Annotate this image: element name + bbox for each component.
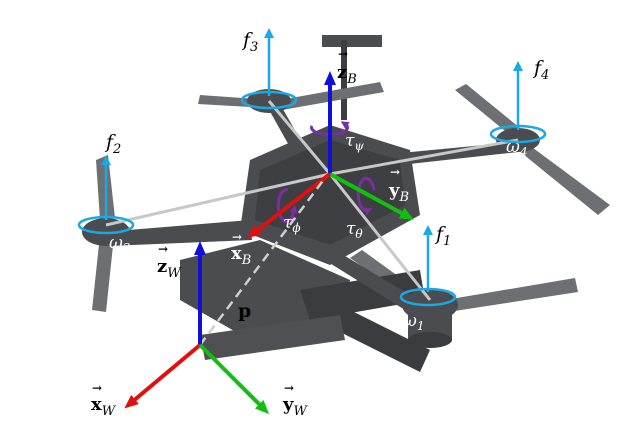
label-yW: → yW: [282, 381, 308, 419]
svg-text:xW: xW: [91, 394, 117, 419]
label-p: p: [238, 300, 251, 322]
label-tau-phi: τϕ: [283, 213, 301, 235]
label-xB: → xB: [231, 230, 251, 268]
label-tau-psi: τψ: [345, 131, 364, 153]
svg-text:→: →: [232, 230, 242, 244]
world-frame-axes: [124, 241, 270, 415]
label-w4: ω4: [506, 137, 528, 159]
axis-xB: [247, 172, 332, 239]
label-f1: f1: [434, 223, 451, 249]
svg-text:→: →: [284, 381, 294, 395]
axis-yW: [198, 343, 270, 415]
svg-text:xB: xB: [231, 243, 251, 268]
label-zW: → zW: [157, 242, 182, 281]
thrust-arrows: [101, 28, 523, 292]
axis-yB: [329, 172, 414, 220]
body-frame-axes: [247, 71, 414, 239]
label-zB: → zB: [337, 47, 357, 87]
axis-xW: [124, 343, 202, 409]
svg-text:→: →: [390, 165, 400, 179]
torque-arc-theta: [356, 176, 376, 215]
label-w3: ω3: [253, 107, 275, 129]
svg-text:yB: yB: [388, 180, 409, 205]
label-yB: → yB: [388, 165, 409, 205]
svg-text:zW: zW: [157, 256, 182, 281]
label-w1: ω1: [403, 311, 425, 333]
label-tau-theta: τθ: [346, 219, 363, 241]
label-xW: → xW: [91, 381, 117, 419]
label-f3: f3: [241, 29, 258, 55]
svg-text:→: →: [158, 242, 168, 256]
svg-text:→: →: [92, 381, 102, 395]
camera-mount: [322, 35, 382, 47]
svg-text:zB: zB: [337, 62, 357, 87]
label-w2: ω2: [109, 233, 131, 255]
position-vector-p: [198, 177, 327, 346]
frame-diagonals: [105, 100, 519, 301]
svg-text:yW: yW: [282, 394, 308, 419]
drone-body: [82, 35, 610, 372]
label-f4: f4: [532, 57, 549, 83]
label-f2: f2: [104, 131, 121, 157]
torque-arc-psi: [310, 121, 350, 137]
propeller-4: [455, 84, 610, 215]
svg-text:→: →: [338, 47, 348, 61]
